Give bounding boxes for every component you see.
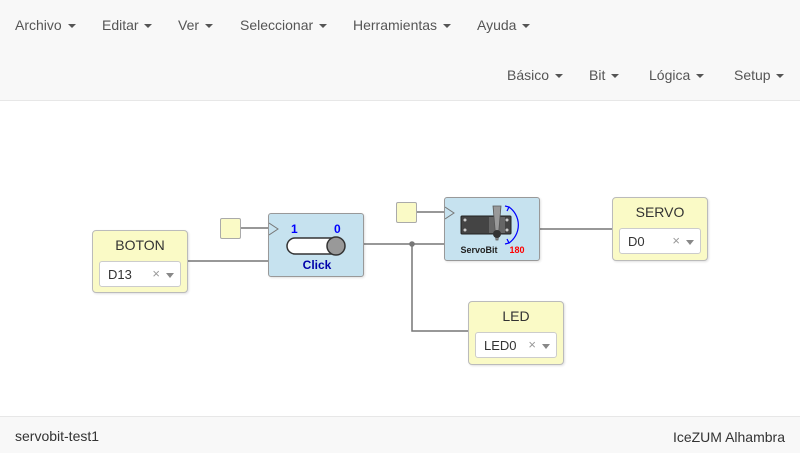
pin-value: D13 (108, 267, 132, 282)
servo-motor-icon: ServoBit 180 (445, 205, 525, 255)
wire-junction (409, 241, 415, 247)
menu-bit[interactable]: Bit (589, 67, 620, 83)
clear-icon[interactable]: × (152, 266, 160, 281)
toggle-label: Click (303, 258, 332, 272)
pin-select-boton[interactable]: D13 × (99, 261, 181, 287)
menu-ayuda[interactable]: Ayuda (477, 17, 531, 33)
design-canvas[interactable]: BOTON D13 × 1 0 Click Servo (0, 101, 800, 416)
menu-logica[interactable]: Lógica (649, 67, 705, 83)
constant-input-click[interactable] (220, 218, 241, 239)
dropdown-arrow-icon[interactable] (686, 240, 694, 245)
pin-select-servo[interactable]: D0 × (619, 228, 701, 254)
menu-label: Básico (507, 67, 550, 83)
menu-bar: Archivo Editar Ver Seleccionar Herramien… (0, 0, 800, 101)
menu-editar[interactable]: Editar (102, 17, 153, 33)
servobit-degrees: 180 (509, 245, 524, 255)
menu-seleccionar[interactable]: Seleccionar (240, 17, 328, 33)
menu-archivo[interactable]: Archivo (15, 17, 76, 33)
pin-select-led[interactable]: LED0 × (475, 332, 557, 358)
toggle-switch-icon: 1 0 Click (269, 222, 346, 272)
block-servo[interactable]: SERVO D0 × (612, 197, 708, 261)
block-title: LED (502, 308, 530, 324)
toggle-label-one: 1 (291, 222, 298, 236)
project-name: servobit-test1 (15, 428, 100, 444)
menu-label: Ver (178, 17, 200, 33)
block-title: BOTON (115, 237, 165, 253)
menu-herramientas[interactable]: Herramientas (353, 17, 451, 33)
caret-down-icon (611, 74, 620, 79)
block-title: SERVO (635, 204, 685, 220)
caret-down-icon (696, 74, 705, 79)
menu-label: Bit (589, 67, 606, 83)
menu-label: Herramientas (353, 17, 438, 33)
caret-down-icon (554, 74, 563, 79)
toggle-label-zero: 0 (334, 222, 341, 236)
menu-label: Editar (102, 17, 139, 33)
menu-setup[interactable]: Setup (734, 67, 785, 83)
caret-down-icon (204, 24, 213, 29)
block-servobit[interactable]: ServoBit 180 (444, 197, 540, 261)
wire-click-led (411, 244, 469, 332)
dropdown-arrow-icon[interactable] (166, 273, 174, 278)
menu-label: Setup (734, 67, 771, 83)
menu-label: Archivo (15, 17, 62, 33)
caret-down-icon (442, 24, 451, 29)
pin-value: D0 (628, 234, 645, 249)
caret-down-icon (67, 24, 76, 29)
caret-down-icon (144, 24, 153, 29)
clear-icon[interactable]: × (528, 337, 536, 352)
block-click[interactable]: 1 0 Click (268, 213, 364, 277)
constant-input-servobit[interactable] (396, 202, 417, 223)
caret-down-icon (319, 24, 328, 29)
board-name: IceZUM Alhambra (672, 429, 785, 445)
pin-value: LED0 (484, 338, 517, 353)
block-led[interactable]: LED LED0 × (468, 301, 564, 365)
clear-icon[interactable]: × (672, 233, 680, 248)
menu-label: Ayuda (477, 17, 517, 33)
block-boton[interactable]: BOTON D13 × (92, 230, 188, 293)
servobit-label: ServoBit (460, 245, 497, 255)
menu-label: Lógica (649, 67, 691, 83)
caret-down-icon (776, 74, 785, 79)
caret-down-icon (522, 24, 531, 29)
wires (187, 211, 612, 332)
dropdown-arrow-icon[interactable] (542, 344, 550, 349)
menu-basico[interactable]: Básico (507, 67, 563, 83)
menu-ver[interactable]: Ver (178, 17, 213, 33)
status-bar: servobit-test1 IceZUM Alhambra (0, 416, 800, 453)
menu-label: Seleccionar (240, 17, 314, 33)
